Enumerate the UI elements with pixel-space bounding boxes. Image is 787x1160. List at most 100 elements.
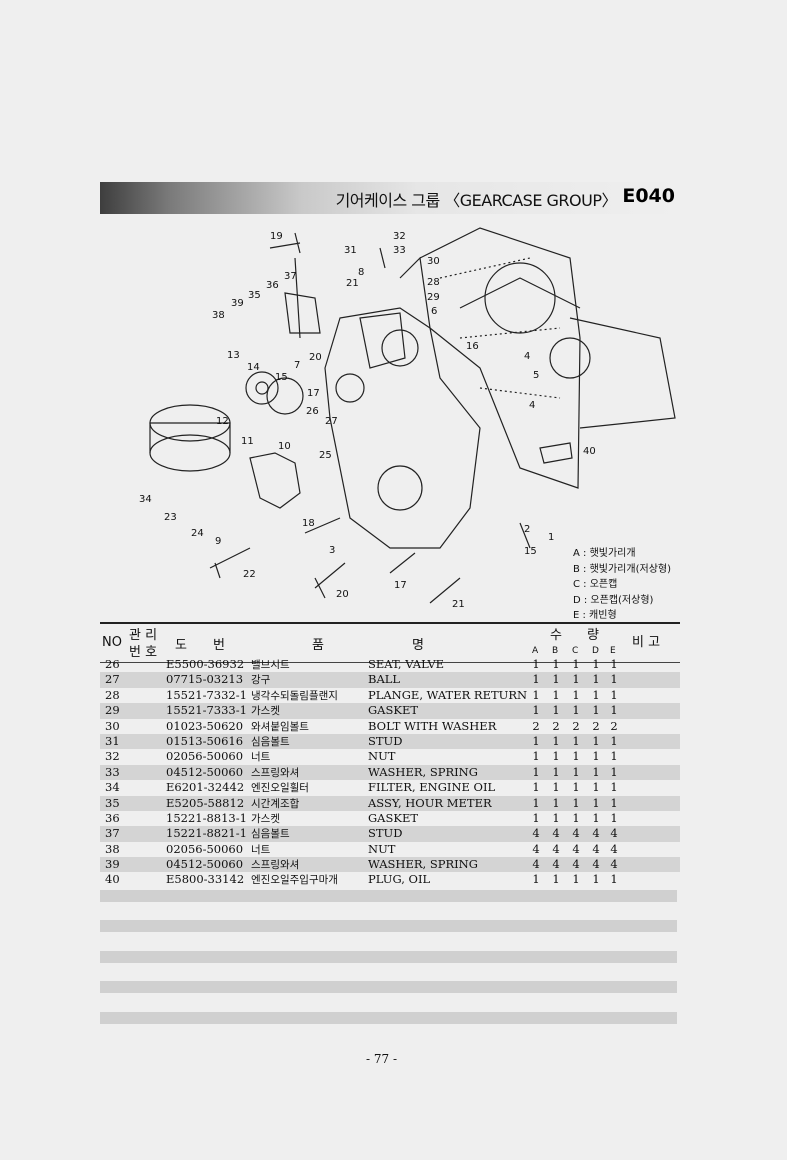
- row-part-number: E5500-36932: [166, 657, 245, 671]
- row-qty-c: 1: [572, 657, 580, 671]
- svg-text:25: 25: [319, 450, 332, 461]
- col-drawing-2: 번: [213, 638, 225, 653]
- legend-item-b: B : 햇빛가리개(저상형): [573, 563, 671, 575]
- row-part-number: 01513-50616: [166, 733, 244, 748]
- row-qty-d: 4: [592, 841, 600, 856]
- row-qty-e: 1: [610, 764, 618, 779]
- row-name-english: NUT: [368, 841, 396, 856]
- row-qty-c: 4: [572, 841, 580, 856]
- row-name-korean: 심음볼트: [251, 735, 290, 748]
- row-qty-e: 4: [610, 857, 618, 872]
- row-qty-e: 4: [610, 826, 618, 841]
- row-name-english: WASHER, SPRING: [368, 764, 478, 779]
- col-mgmt-top: 관 리: [129, 628, 158, 643]
- col-name-2: 명: [412, 638, 424, 653]
- row-qty-a: 4: [532, 857, 540, 872]
- row-qty-e: 1: [610, 733, 618, 748]
- col-remarks: 비 고: [632, 635, 661, 650]
- row-qty-e: 1: [610, 703, 618, 718]
- svg-text:4: 4: [529, 400, 535, 411]
- row-part-number: 15221-8821-1: [166, 826, 247, 841]
- row-qty-a: 1: [532, 810, 540, 825]
- legend-item-c: C : 오픈캡: [573, 579, 618, 590]
- svg-text:35: 35: [248, 290, 261, 301]
- row-qty-c: 1: [572, 810, 580, 825]
- row-qty-d: 1: [592, 703, 600, 718]
- version-legend: A : 햇빛가리개 B : 햇빛가리개(저상형) C : 오픈캡 D : 오픈캡…: [573, 546, 671, 624]
- svg-text:13: 13: [227, 350, 240, 361]
- svg-text:14: 14: [247, 362, 260, 373]
- svg-text:26: 26: [306, 406, 319, 417]
- row-no: 40: [105, 872, 120, 887]
- svg-text:8: 8: [358, 267, 364, 278]
- row-name-english: BOLT WITH WASHER: [368, 718, 497, 733]
- row-qty-a: 4: [532, 841, 540, 856]
- row-qty-b: 1: [552, 872, 560, 887]
- svg-text:30: 30: [427, 256, 440, 267]
- section-code: E040: [622, 185, 675, 207]
- row-qty-b: 1: [552, 795, 560, 810]
- empty-row-band: [100, 981, 677, 993]
- row-part-number: 07715-03213: [166, 672, 244, 687]
- row-no: 32: [105, 749, 120, 764]
- row-part-number: 15521-7332-1: [166, 687, 247, 702]
- row-qty-b: 4: [552, 841, 560, 856]
- row-qty-b: 4: [552, 826, 560, 841]
- row-name-english: WASHER, SPRING: [368, 857, 478, 872]
- row-qty-e: 4: [610, 841, 618, 856]
- row-qty-c: 1: [572, 749, 580, 764]
- row-qty-b: 1: [552, 749, 560, 764]
- svg-text:7: 7: [294, 360, 300, 371]
- svg-text:38: 38: [212, 310, 225, 321]
- row-name-korean: 가스켓: [251, 812, 280, 825]
- svg-text:21: 21: [346, 278, 359, 289]
- row-name-english: STUD: [368, 826, 403, 841]
- row-part-number: E5800-33142: [166, 872, 245, 887]
- row-qty-c: 1: [572, 795, 580, 810]
- row-qty-a: 1: [532, 795, 540, 810]
- row-qty-c: 1: [572, 733, 580, 748]
- svg-text:15: 15: [275, 372, 288, 383]
- row-qty-a: 1: [532, 672, 540, 687]
- svg-text:39: 39: [231, 298, 244, 309]
- legend-item-e: E : 캐빈형: [573, 610, 617, 621]
- legend-item-a: A : 햇빛가리개: [573, 548, 636, 559]
- row-qty-d: 1: [592, 795, 600, 810]
- page-number: - 77 -: [366, 1052, 398, 1066]
- row-qty-a: 1: [532, 703, 540, 718]
- svg-text:33: 33: [393, 245, 406, 256]
- svg-text:3: 3: [329, 545, 335, 556]
- svg-text:37: 37: [284, 271, 297, 282]
- row-qty-e: 1: [610, 657, 618, 671]
- row-name-korean: 심음볼트: [251, 828, 290, 841]
- svg-text:12: 12: [216, 416, 229, 427]
- row-name-korean: 너트: [251, 843, 271, 856]
- row-qty-c: 4: [572, 857, 580, 872]
- row-name-english: GASKET: [368, 703, 419, 718]
- svg-text:16: 16: [466, 341, 479, 352]
- row-name-english: PLUG, OIL: [368, 872, 431, 887]
- row-name-english: ASSY, HOUR METER: [368, 795, 492, 810]
- col-no: NO: [102, 635, 122, 650]
- empty-row-band: [100, 1012, 677, 1024]
- svg-text:10: 10: [278, 441, 291, 452]
- row-qty-e: 1: [610, 872, 618, 887]
- svg-text:19: 19: [270, 231, 283, 242]
- row-no: 30: [105, 718, 120, 733]
- row-name-english: GASKET: [368, 810, 419, 825]
- row-name-korean: 너트: [251, 751, 271, 764]
- svg-text:32: 32: [393, 231, 406, 242]
- row-qty-b: 2: [552, 718, 560, 733]
- svg-text:29: 29: [427, 292, 440, 303]
- svg-text:36: 36: [266, 280, 279, 291]
